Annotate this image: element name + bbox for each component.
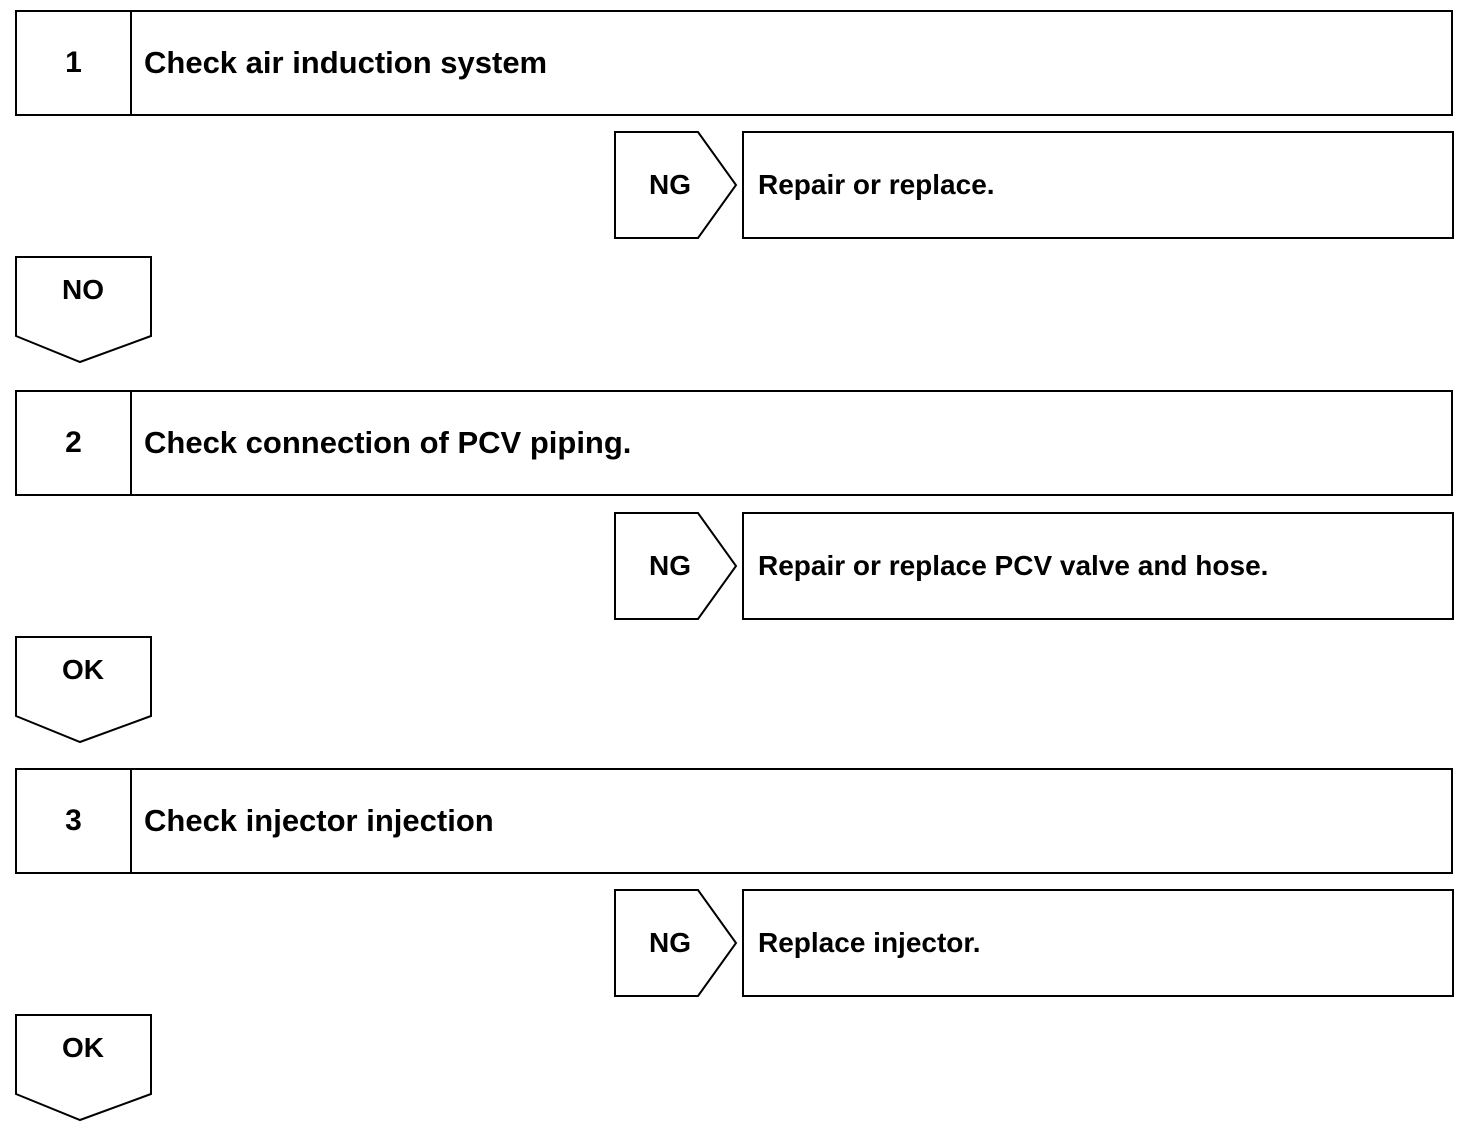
step-2-box: 2 Check connection of PCV piping. — [15, 390, 1453, 496]
right-arrow-tag-icon — [614, 512, 738, 620]
step-3-text: Check injector injection — [144, 803, 494, 838]
down-arrow-tag-icon — [15, 1014, 152, 1122]
step-1-ng-arrow: NG — [614, 131, 738, 239]
down-arrow-tag-icon — [15, 256, 152, 364]
step-1-box: 1 Check air induction system — [15, 10, 1453, 116]
step-1-next-label: NO — [62, 274, 104, 305]
step-1-number: 1 — [17, 12, 132, 114]
step-3-ng-label: NG — [649, 927, 691, 958]
step-2-next-arrow: OK — [15, 636, 153, 744]
step-2-ng-label: NG — [649, 550, 691, 581]
step-3-next-arrow: OK — [15, 1014, 153, 1122]
right-arrow-tag-icon — [614, 889, 738, 997]
step-3-ng-action: Replace injector. — [742, 889, 1454, 997]
step-3-next-label: OK — [62, 1032, 104, 1063]
step-2-ng-action: Repair or replace PCV valve and hose. — [742, 512, 1454, 620]
step-3-ng-arrow: NG — [614, 889, 738, 997]
step-1-ng-action: Repair or replace. — [742, 131, 1454, 239]
down-arrow-tag-icon — [15, 636, 152, 744]
step-3-number: 3 — [17, 770, 132, 872]
step-2-number: 2 — [17, 392, 132, 494]
step-2-ng-arrow: NG — [614, 512, 738, 620]
right-arrow-tag-icon — [614, 131, 738, 239]
step-3-box: 3 Check injector injection — [15, 768, 1453, 874]
step-2-text: Check connection of PCV piping. — [144, 425, 632, 460]
step-1-ng-label: NG — [649, 169, 691, 200]
step-1-next-arrow: NO — [15, 256, 153, 364]
step-1-text: Check air induction system — [144, 45, 548, 80]
step-2-next-label: OK — [62, 654, 104, 685]
